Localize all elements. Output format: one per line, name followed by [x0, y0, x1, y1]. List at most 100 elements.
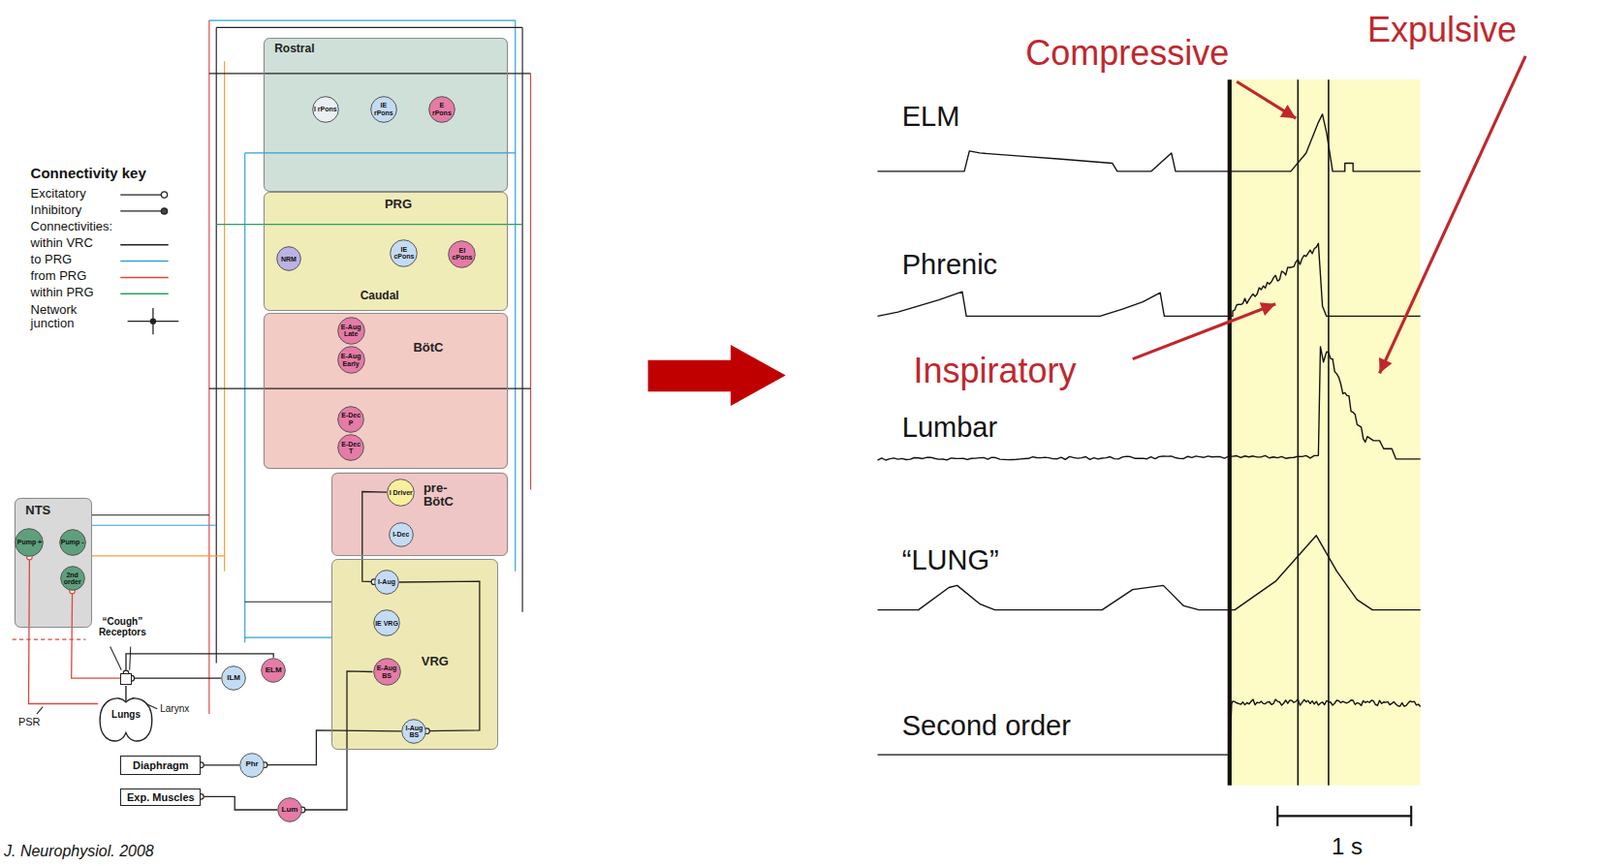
muscle-box: Diaphragm — [120, 755, 201, 776]
network-wire — [209, 72, 532, 74]
larynx-label: Larynx — [159, 703, 189, 715]
neuron-disc — [59, 530, 86, 557]
neuron-disc — [429, 95, 456, 123]
neuron-label: I Driver — [388, 489, 414, 497]
receptor-label: “Cough” Receptors — [92, 616, 154, 638]
neuron-circle: E-Dec P — [337, 406, 365, 434]
neuron-label: E-Aug Early — [338, 352, 364, 368]
legend-text: Network junction — [31, 303, 95, 332]
phase-callout: Expulsive — [1367, 10, 1517, 50]
neuron-label: E rPons — [429, 101, 455, 117]
region-label: BötC — [412, 341, 443, 355]
connector — [131, 678, 221, 680]
network-wire — [216, 27, 218, 663]
neuron-disc — [371, 95, 398, 123]
neuron-circle: I rPons — [312, 95, 340, 124]
trachea — [125, 686, 126, 703]
neuron-label: IE VRG — [374, 620, 400, 628]
neuron-circle: NRM — [276, 246, 302, 272]
neuron-label: Pump + — [16, 538, 42, 546]
neuron-circle: IE cPons — [389, 239, 418, 268]
network-wire — [530, 73, 532, 491]
phase-line — [1327, 79, 1330, 786]
network-wire — [245, 637, 332, 639]
trace-label: Lumbar — [902, 411, 998, 443]
connector — [399, 581, 480, 732]
signal-trace — [878, 535, 1421, 611]
neuron-label: Phr — [239, 760, 265, 769]
connector — [125, 654, 274, 674]
legend-line-sample — [120, 244, 168, 246]
neuron-disc — [388, 522, 413, 547]
scale-tick — [1276, 806, 1279, 827]
receptor-label: PSR — [18, 716, 41, 728]
network-wire — [216, 27, 523, 29]
neuron-circle: EI cPons — [447, 240, 476, 269]
neuron-label: I-Aug BS — [401, 724, 427, 740]
region-label: Rostral — [274, 42, 314, 56]
neuron-disc — [375, 570, 400, 596]
citation-caption: J. Neurophysiol. 2008 — [3, 843, 155, 861]
legend-text: from PRG — [31, 269, 88, 284]
region-fills — [14, 37, 509, 751]
neuron-circle: IE rPons — [370, 95, 398, 124]
network-wire — [245, 152, 516, 154]
connector — [200, 764, 240, 766]
leader-line — [110, 647, 123, 671]
scale-label: 1 s — [1331, 834, 1363, 861]
neuron-disc — [338, 435, 365, 462]
inhibitory-sample — [160, 208, 167, 215]
neuron-disc — [313, 95, 340, 123]
network-wire — [208, 20, 210, 715]
callout-arrow — [1236, 81, 1296, 119]
neuron-disc — [337, 346, 365, 375]
neuron-label: NRM — [276, 255, 302, 263]
junction-dot — [150, 318, 157, 325]
legend-line-sample — [120, 277, 168, 279]
region-box: pre- BötCI DriverI-Dec — [331, 472, 508, 557]
neuron-circle: E rPons — [428, 95, 456, 124]
trace-label: Second order — [902, 710, 1071, 742]
dashed-boundary — [12, 639, 87, 641]
legend-line-sample — [120, 293, 168, 295]
network-wire — [244, 153, 246, 643]
neuron-label: IE rPons — [371, 101, 397, 117]
network-wire — [522, 27, 524, 612]
neuron-circle: 2nd order — [60, 565, 86, 592]
neuron-disc — [15, 529, 44, 558]
neuron-label: I rPons — [313, 105, 339, 113]
network-wire — [223, 61, 225, 571]
callout-arrow — [1132, 304, 1276, 360]
region-fill — [263, 37, 509, 192]
connector — [264, 730, 402, 766]
neuron-label: ELM — [260, 666, 286, 675]
network-wire — [92, 555, 225, 557]
legend-heading: Connectivities: — [31, 219, 114, 235]
phase-callout: Inspiratory — [912, 351, 1076, 391]
phase-line — [1297, 79, 1300, 786]
region-label: NTS — [25, 503, 51, 518]
signal-trace — [878, 346, 1421, 461]
neuron-label: IE cPons — [391, 246, 417, 261]
lungs-label: Lungs — [111, 709, 141, 721]
region-label: Caudal — [360, 289, 400, 303]
neuron-disc — [261, 658, 286, 683]
neuron-circle: Lum — [277, 797, 303, 823]
neuron-label: E-Aug Late — [338, 323, 364, 339]
neuron-circle: IE VRG — [373, 609, 401, 637]
legend-text: within PRG — [31, 285, 95, 301]
neuron-disc — [448, 240, 476, 268]
scale-tick — [1410, 806, 1412, 827]
network-wire — [216, 223, 523, 225]
neuron-circle: I-Aug — [374, 569, 400, 596]
region-fill — [263, 313, 509, 470]
muscle-box: Exp. Muscles — [120, 788, 201, 807]
illustration-group — [12, 20, 1527, 827]
network-wire — [245, 601, 332, 603]
legend-text: within VRC — [31, 236, 94, 251]
region-box: NTSPump +Pump -2nd order — [14, 498, 93, 628]
callout-arrowhead — [1280, 104, 1296, 119]
transition-arrow — [648, 345, 786, 407]
neuron-circle: I Driver — [386, 478, 415, 507]
